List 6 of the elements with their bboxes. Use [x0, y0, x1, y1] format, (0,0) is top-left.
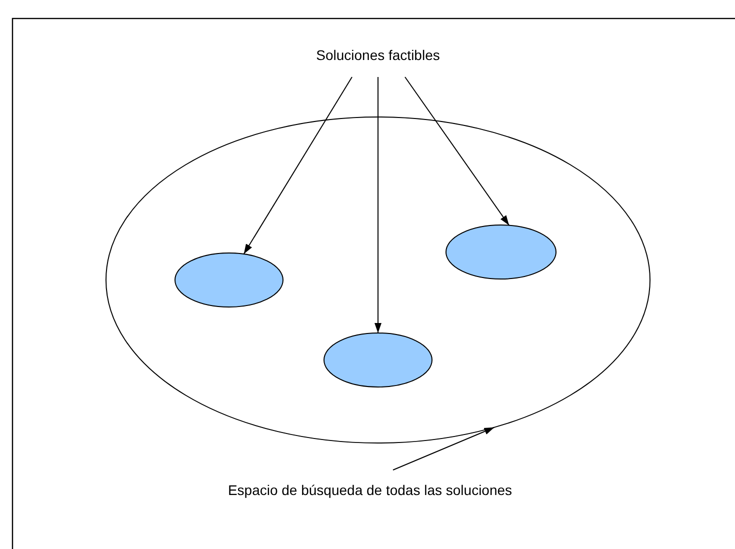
arrow: [243, 76, 352, 255]
arrow: [392, 426, 495, 470]
arrow: [404, 76, 510, 226]
arrow: [374, 76, 382, 334]
annotation-label: Soluciones factibles: [315, 47, 441, 63]
annotation-label: Espacio de búsqueda de todas las soluciones: [226, 482, 514, 498]
